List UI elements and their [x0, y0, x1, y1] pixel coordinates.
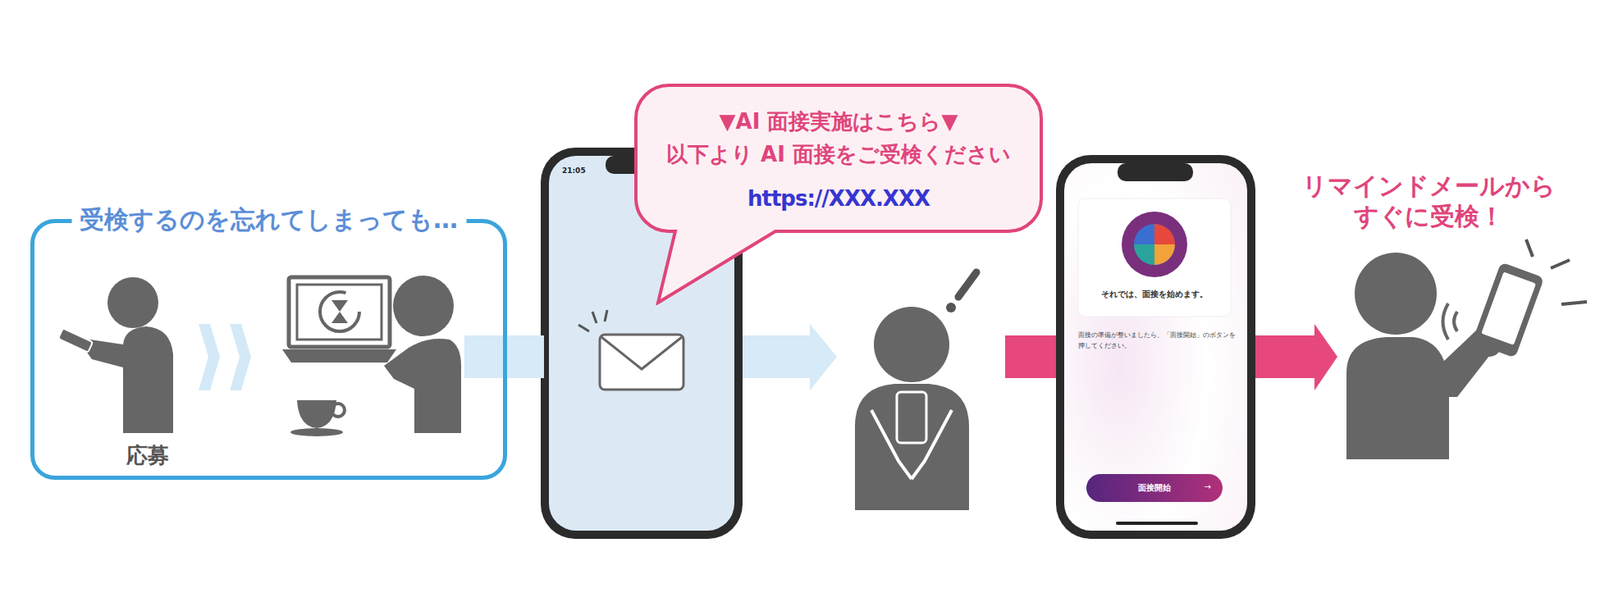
callout-text: リマインドメールから すぐに受検！ — [1293, 170, 1564, 232]
exclamation-dot — [946, 302, 956, 313]
ai-icon — [1121, 211, 1188, 278]
noticing-figure — [854, 272, 977, 511]
head — [873, 306, 950, 383]
start-button: 面接開始→ — [1086, 474, 1223, 503]
flow-band — [503, 335, 544, 379]
spark — [1561, 301, 1587, 305]
flow-band — [1005, 335, 1063, 379]
spark — [578, 324, 590, 332]
button-arrow: → — [1204, 481, 1212, 494]
sound-wave — [1443, 303, 1450, 340]
hourglass — [331, 300, 348, 324]
body — [854, 384, 970, 511]
head — [107, 277, 159, 329]
laptop-base — [282, 349, 397, 363]
card-text: それでは、面接を始めます。 — [1078, 288, 1231, 301]
phone-glass — [1481, 271, 1536, 346]
chevron — [198, 324, 220, 391]
exclamation — [958, 272, 977, 298]
phone — [1472, 262, 1545, 359]
bubble-text: 以下より AI 面接をご受検ください — [634, 141, 1043, 168]
ai-icon-core — [1133, 224, 1175, 266]
flow-connector — [503, 356, 544, 358]
spark — [1526, 239, 1533, 257]
button-text: 面接開始 — [1086, 482, 1223, 494]
ai-icon-wedge — [1133, 244, 1155, 266]
message-card: それでは、面接を始めます。 — [1078, 198, 1231, 317]
body — [1346, 329, 1499, 460]
cup — [297, 400, 337, 429]
spark — [1550, 260, 1570, 269]
monitor — [288, 277, 390, 348]
group-heading: 受検するのを忘れてしまっても… — [71, 205, 467, 235]
flow-band — [742, 335, 812, 379]
phone-screen — [1064, 163, 1248, 531]
spark — [604, 310, 608, 322]
phone-body — [1472, 262, 1545, 359]
speech-bubble: ▼AI 面接実施はこちら▼ 以下より AI 面接をご受検ください https://X… — [634, 83, 1043, 306]
card — [1078, 198, 1231, 317]
body — [83, 326, 174, 434]
phone — [58, 328, 93, 353]
phone-frame — [1056, 155, 1256, 540]
spark — [592, 311, 597, 324]
url: https://XXX.XXX — [634, 184, 1043, 213]
body — [384, 338, 462, 434]
envelope-flap — [601, 337, 682, 370]
chevron — [229, 324, 252, 391]
arrow-head — [1314, 324, 1338, 391]
applicant-figure — [58, 277, 174, 434]
envelope — [599, 334, 684, 390]
taking-test-figure — [1346, 239, 1587, 460]
head — [393, 275, 454, 337]
flow-band — [1255, 335, 1317, 379]
head — [1354, 252, 1437, 335]
arrow-head — [809, 324, 837, 391]
step-label: 応募 — [114, 441, 181, 470]
timer-ring — [320, 292, 360, 332]
home-bar — [1115, 521, 1198, 526]
phone-screen: 面接の準備が整いましたら、「面接開始」のボタンを押してください。 それでは、面接を… — [1056, 155, 1256, 540]
bubble-heading: ▼AI 面接実施はこちら▼ — [634, 108, 1043, 135]
notch — [1117, 163, 1194, 182]
cup-handle — [331, 403, 345, 417]
group-frame: 受検するのを忘れてしまっても… — [30, 219, 508, 480]
status-time: 21:05 — [562, 165, 586, 176]
waiting-figure — [282, 275, 462, 437]
sound-wave — [1453, 311, 1458, 332]
ai-icon-wedge — [1154, 244, 1175, 266]
screen — [297, 284, 382, 340]
bubble-shape — [635, 85, 1042, 303]
ai-icon-wedge — [1154, 224, 1175, 245]
phone — [896, 392, 927, 444]
smartphone — [1056, 155, 1256, 540]
instruction-text: 面接の準備が整いましたら、「面接開始」のボタンを押してください。 — [1078, 329, 1236, 352]
saucer — [290, 428, 343, 437]
